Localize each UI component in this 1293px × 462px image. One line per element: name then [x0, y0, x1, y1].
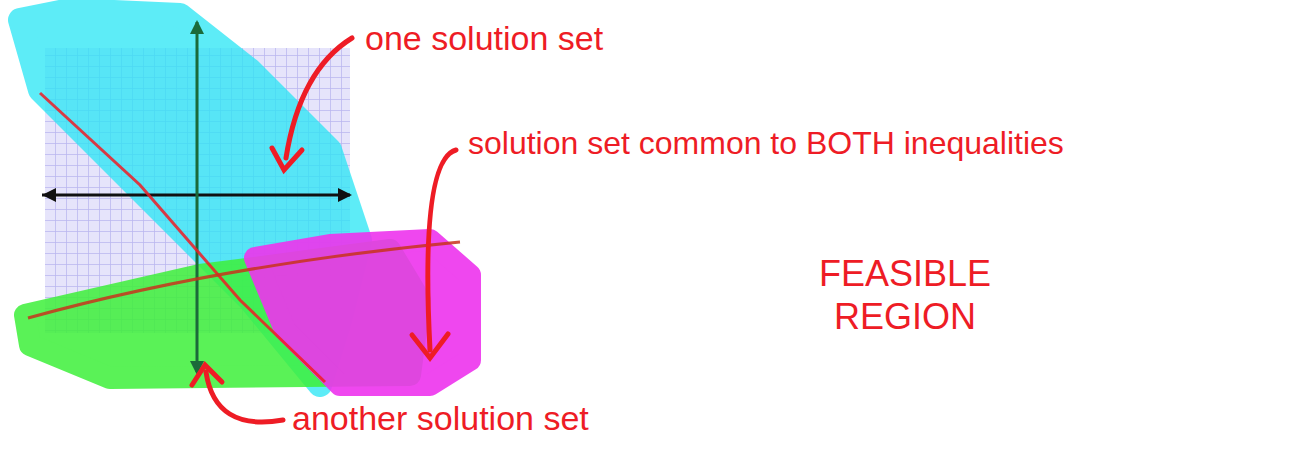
- boundary-lines: [28, 93, 460, 382]
- callout-label: another solution set: [292, 398, 852, 439]
- callout-label: solution set common to BOTH inequalities: [468, 124, 1068, 162]
- callout-label: one solution set: [365, 18, 965, 59]
- region-label: FEASIBLE REGION: [770, 252, 1040, 338]
- leader-arrows: [192, 38, 456, 422]
- axes: [42, 20, 352, 375]
- magenta-shading: [255, 240, 470, 385]
